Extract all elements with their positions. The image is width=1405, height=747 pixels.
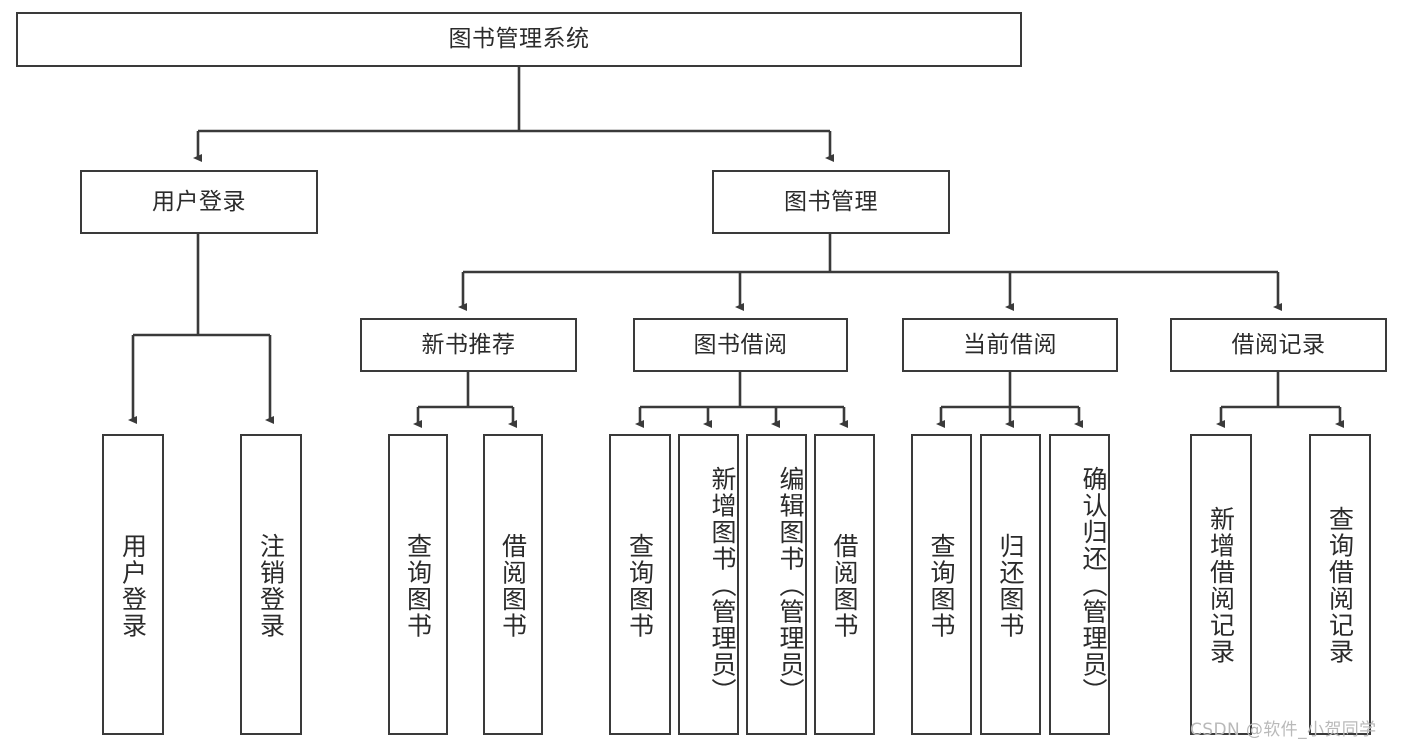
leaf-user-login-signin[interactable]: 用户登录 [102, 434, 164, 735]
leaf-current-borrow-return-book[interactable]: 归还图书 [980, 434, 1041, 735]
leaf-book-borrow-query-book[interactable]: 查询图书 [609, 434, 671, 735]
leaf-borrow-record-add-record[interactable]: 新增借阅记录 [1190, 434, 1252, 735]
leaf-current-borrow-query-book[interactable]: 查询图书 [911, 434, 972, 735]
leaf-book-borrow-edit-book-admin[interactable]: 编辑图书（管理员） [746, 434, 807, 735]
leaf-borrow-record-query-record[interactable]: 查询借阅记录 [1309, 434, 1371, 735]
leaf-book-borrow-add-book-admin[interactable]: 新增图书（管理员） [678, 434, 739, 735]
leaf-new-book-query-book[interactable]: 查询图书 [388, 434, 448, 735]
leaf-user-login-signout[interactable]: 注销登录 [240, 434, 302, 735]
leaf-book-borrow-borrow-book[interactable]: 借阅图书 [814, 434, 875, 735]
node-book-management[interactable]: 图书管理 [712, 170, 950, 234]
node-new-book-recommend[interactable]: 新书推荐 [360, 318, 577, 372]
node-book-borrow[interactable]: 图书借阅 [633, 318, 848, 372]
node-borrow-record[interactable]: 借阅记录 [1170, 318, 1387, 372]
leaf-new-book-borrow-book[interactable]: 借阅图书 [483, 434, 543, 735]
node-user-login[interactable]: 用户登录 [80, 170, 318, 234]
leaf-current-borrow-confirm-return-admin[interactable]: 确认归还（管理员） [1049, 434, 1110, 735]
csdn-watermark: CSDN @软件_小贺同学 [1190, 720, 1377, 740]
node-current-borrow[interactable]: 当前借阅 [902, 318, 1118, 372]
node-root-book-management-system[interactable]: 图书管理系统 [16, 12, 1022, 67]
